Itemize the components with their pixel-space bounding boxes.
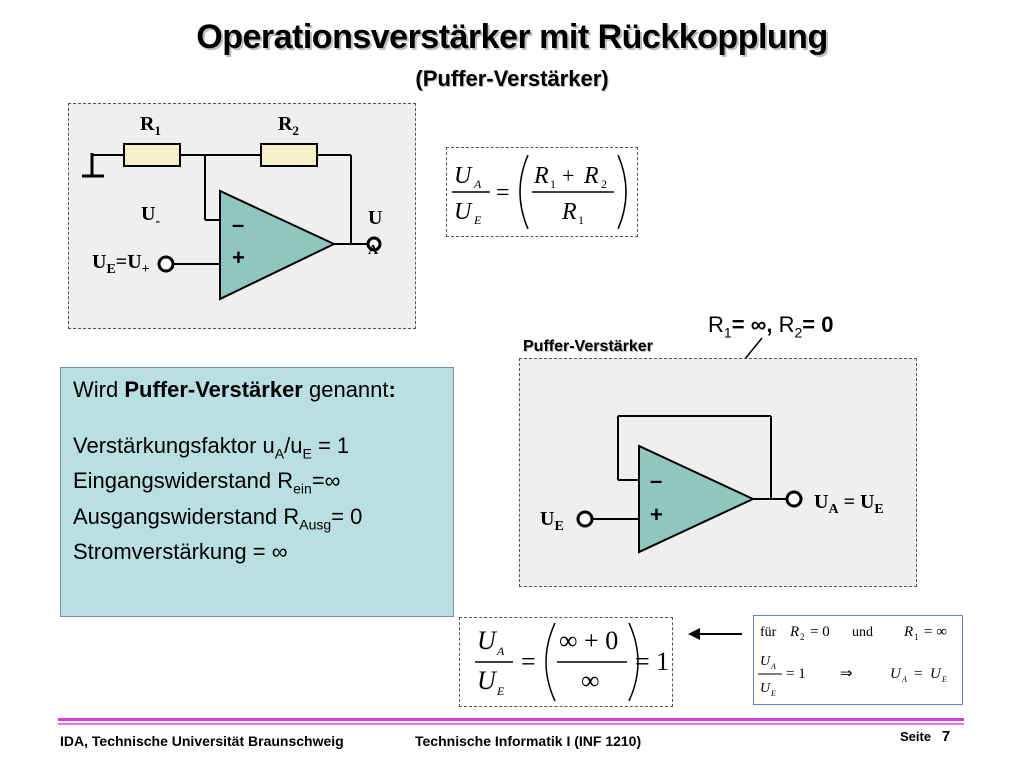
svg-text:2: 2 bbox=[601, 177, 607, 191]
svg-text:A: A bbox=[473, 177, 482, 191]
svg-text:1: 1 bbox=[550, 177, 556, 191]
opamp-minus-sign: – bbox=[232, 212, 245, 237]
buffer-formula: U A U E = ∞ + 0 ∞ = 1 bbox=[475, 622, 669, 702]
output-terminal bbox=[366, 236, 382, 252]
buffer-opamp-plus: + bbox=[650, 502, 663, 527]
svg-text:und: und bbox=[852, 625, 873, 640]
info-line-rout: Ausgangswiderstand RAusg= 0 bbox=[73, 503, 363, 533]
svg-text:= ∞: = ∞ bbox=[924, 624, 947, 640]
svg-text:A: A bbox=[496, 644, 505, 658]
svg-text:E: E bbox=[941, 675, 947, 684]
svg-text:∞ + 0: ∞ + 0 bbox=[559, 626, 618, 655]
svg-text:U: U bbox=[760, 654, 771, 669]
label-u-minus: U- bbox=[141, 203, 161, 229]
buffer-circuit-box bbox=[519, 358, 917, 587]
info-line-current-gain: Stromverstärkung = ∞ bbox=[73, 539, 288, 565]
svg-text:= 0: = 0 bbox=[810, 624, 830, 640]
svg-text:=: = bbox=[521, 647, 536, 676]
buffer-label-ua-equals-ue: UA = UE bbox=[814, 491, 884, 517]
svg-text:R: R bbox=[903, 624, 913, 640]
buffer-info-box: Wird Puffer-Verstärker genannt: Verstärk… bbox=[60, 367, 454, 617]
input-terminal bbox=[157, 255, 175, 273]
buffer-resistor-values: R1= ∞, R2= 0 bbox=[708, 312, 834, 341]
buffer-label: Puffer-Verstärker bbox=[523, 338, 653, 355]
svg-text:U: U bbox=[454, 199, 473, 225]
svg-text:E: E bbox=[770, 689, 776, 698]
footer-course: Technische Informatik I (INF 1210) bbox=[415, 733, 642, 749]
footer-institution: IDA, Technische Universität Braunschweig bbox=[60, 733, 344, 749]
buffer-output-terminal bbox=[785, 490, 803, 508]
slide-title: Operationsverstärker mit Rückkopplung bbox=[196, 18, 828, 56]
svg-text:A: A bbox=[901, 675, 907, 684]
svg-text:∞: ∞ bbox=[581, 666, 600, 695]
svg-text:⇒: ⇒ bbox=[840, 664, 853, 682]
footer-page: Seite 7 bbox=[900, 728, 951, 745]
svg-text:= 1: = 1 bbox=[635, 647, 669, 676]
svg-text:E: E bbox=[496, 684, 505, 698]
svg-text:U: U bbox=[454, 163, 473, 189]
svg-text:=: = bbox=[914, 666, 922, 682]
svg-text:1: 1 bbox=[914, 632, 919, 642]
info-line-rin: Eingangswiderstand Rein=∞ bbox=[73, 468, 341, 497]
svg-text:1: 1 bbox=[578, 213, 584, 227]
buffer-opamp-minus: – bbox=[650, 468, 663, 493]
svg-text:R: R bbox=[583, 163, 599, 189]
resistor-r1 bbox=[123, 143, 181, 167]
svg-text:2: 2 bbox=[800, 632, 805, 642]
gain-formula: U A U E = R 1 + R 2 R 1 bbox=[452, 154, 627, 230]
buffer-circuit-diagram bbox=[576, 415, 803, 554]
top-circuit-diagram bbox=[82, 143, 382, 301]
opamp-plus-sign: + bbox=[232, 245, 245, 270]
condition-box: für R 2 = 0 und R 1 = ∞ U A U E = 1 ⇒ U … bbox=[753, 615, 963, 705]
opamp-triangle bbox=[219, 189, 337, 301]
buffer-opamp-triangle bbox=[638, 444, 756, 554]
svg-text:= 1: = 1 bbox=[786, 666, 806, 682]
buffer-input-terminal bbox=[576, 510, 594, 528]
svg-text:+: + bbox=[562, 163, 574, 188]
info-line-intro: Wird Puffer-Verstärker genannt: bbox=[73, 377, 396, 402]
footer-divider bbox=[58, 718, 964, 721]
svg-text:R: R bbox=[789, 624, 799, 640]
svg-text:R: R bbox=[533, 163, 549, 189]
footer-divider-secondary bbox=[58, 723, 964, 725]
svg-text:A: A bbox=[770, 662, 776, 671]
svg-text:=: = bbox=[496, 180, 510, 206]
label-ue-uplus: UE=U+ bbox=[92, 251, 150, 277]
condition-formula: für R 2 = 0 und R 1 = ∞ U A U E = 1 ⇒ U … bbox=[758, 624, 947, 698]
condition-arrow bbox=[688, 628, 742, 640]
svg-text:R: R bbox=[561, 199, 577, 225]
svg-text:U: U bbox=[930, 666, 942, 682]
svg-text:E: E bbox=[473, 213, 482, 227]
svg-text:U: U bbox=[760, 681, 771, 696]
svg-text:U: U bbox=[477, 666, 498, 695]
info-line-gain: Verstärkungsfaktor uA/uE = 1 bbox=[73, 433, 350, 462]
slide-subtitle: (Puffer-Verstärker) bbox=[415, 66, 609, 91]
resistor-r2 bbox=[260, 143, 318, 167]
label-r1: R1 bbox=[140, 113, 161, 138]
label-r2: R2 bbox=[278, 113, 299, 138]
svg-text:für: für bbox=[760, 625, 777, 640]
buffer-label-ue: UE bbox=[540, 508, 564, 534]
svg-text:U: U bbox=[890, 666, 902, 682]
svg-text:U: U bbox=[477, 626, 498, 655]
